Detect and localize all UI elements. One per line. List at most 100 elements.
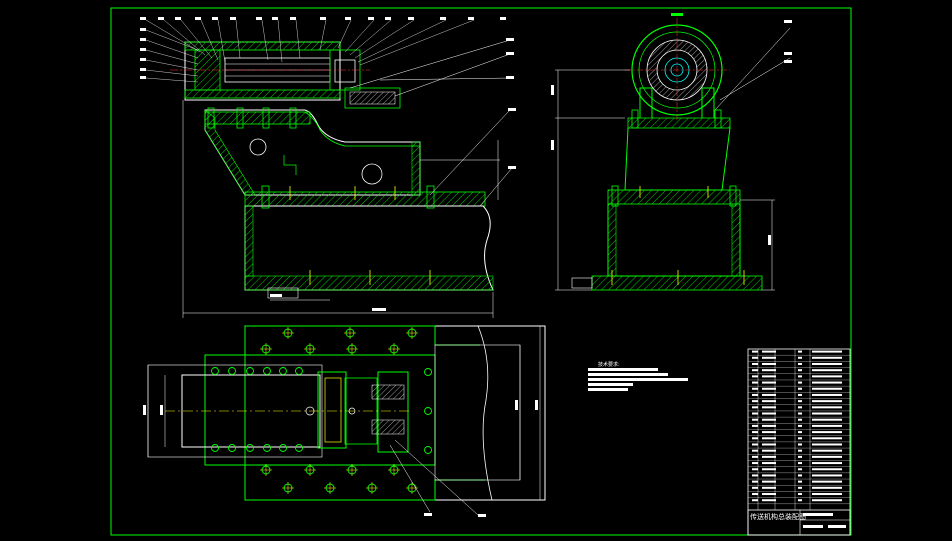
parts-list-cell-text	[812, 356, 842, 359]
parts-list-cell-text	[752, 493, 758, 496]
parts-list-cell-text	[762, 493, 776, 496]
tech-note-line-3	[588, 378, 688, 381]
parts-list-cell-text	[798, 418, 802, 421]
title-block: 传送机构总装配图	[747, 348, 851, 536]
base-tick-marks	[289, 186, 431, 285]
base-plate	[244, 191, 486, 207]
lightening-hole-2	[361, 163, 383, 185]
parts-list-cell-text	[812, 486, 842, 489]
top-view-flange	[317, 371, 347, 449]
parts-list-cell-text	[812, 480, 842, 483]
top-view-break-line	[477, 325, 493, 501]
parts-list-cell-text	[752, 431, 758, 434]
dim-text-top-c	[515, 400, 518, 410]
parts-list-cell-text	[762, 350, 776, 353]
parts-list-cell-text	[812, 443, 842, 446]
parts-list-cell-text	[752, 480, 758, 483]
parts-list-cell-text	[762, 431, 776, 434]
parts-list-cell-text	[762, 480, 776, 483]
side-base-plate	[607, 189, 741, 205]
side-section-mark	[671, 13, 683, 16]
tech-note-line-5	[588, 388, 628, 391]
gearbox-hatch	[349, 91, 396, 105]
parts-list-cell-text	[798, 437, 802, 440]
callout-side-1	[784, 20, 792, 23]
parts-list-cell-text	[812, 406, 842, 409]
parts-list-cell-text	[812, 400, 842, 403]
parts-list-rows	[748, 349, 850, 510]
parts-list-cell-text	[812, 493, 842, 496]
top-view-pin	[348, 407, 356, 415]
side-pedestal	[624, 127, 731, 191]
parts-list-cell-text	[762, 375, 776, 378]
parts-list-cell-text	[812, 462, 842, 465]
parts-list-cell-text	[762, 437, 776, 440]
parts-list-cell-text	[812, 437, 842, 440]
parts-list-cell-text	[798, 486, 802, 489]
parts-list-cell-text	[812, 381, 842, 384]
top-view-gear-housing	[377, 371, 409, 453]
parts-list-cell-text	[798, 356, 802, 359]
parts-list-cell-text	[752, 468, 758, 471]
parts-list-cell-text	[798, 462, 802, 465]
parts-list-cell-text	[752, 350, 758, 353]
parts-list-cell-text	[798, 362, 802, 365]
parts-list-cell-text	[798, 455, 802, 458]
parts-list-cell-text	[798, 474, 802, 477]
parts-list-cell-text	[752, 412, 758, 415]
parts-list-cell-text	[812, 387, 842, 390]
top-view-dimensions	[147, 326, 541, 516]
top-view-bolts-right	[424, 368, 432, 454]
top-view-flange-inner	[324, 377, 342, 443]
part-number-callouts-top	[140, 17, 516, 169]
parts-list-cell-text	[752, 462, 758, 465]
dim-text-side-a	[551, 85, 554, 95]
parts-list-cell-text	[752, 369, 758, 372]
parts-list-cell-text	[812, 362, 842, 365]
side-base-hatch-left	[607, 203, 617, 277]
parts-list-cell-text	[798, 468, 802, 471]
gearbox-right	[344, 87, 401, 109]
parts-list-cell-text	[762, 468, 776, 471]
parts-list-cell-text	[798, 443, 802, 446]
dim-text-side-c	[768, 235, 771, 245]
drawing-title: 传送机构总装配图	[750, 512, 806, 521]
parts-list-cell-text	[752, 381, 758, 384]
inner-contour	[283, 155, 297, 175]
outer-frame	[110, 7, 852, 536]
parts-list-cell-text	[762, 387, 776, 390]
parts-list-cell-text	[752, 474, 758, 477]
parts-list-cell-text	[762, 362, 776, 365]
side-foot	[591, 275, 763, 291]
parts-list-cell-text	[762, 412, 776, 415]
parts-list-cell-text	[762, 443, 776, 446]
parts-list-cell-text	[812, 412, 842, 415]
front-dimensions	[182, 100, 500, 318]
parts-list-cell-text	[798, 499, 802, 502]
drum-support-brackets	[639, 87, 715, 118]
bolts-base-plate	[261, 185, 435, 209]
parts-list-cell-text	[812, 350, 842, 353]
parts-list-cell-text	[752, 356, 758, 359]
parts-list-cell-text	[762, 499, 776, 502]
coupling-block	[334, 59, 356, 83]
parts-list-cell-text	[752, 362, 758, 365]
top-view	[143, 325, 546, 517]
dim-text-front-note	[270, 294, 282, 297]
parts-list-cell-text	[762, 393, 776, 396]
dim-text-front-width	[372, 308, 386, 311]
parts-list-cell-text	[752, 455, 758, 458]
parts-list-cell-text	[812, 424, 842, 427]
base-box-hatch-bottom	[244, 275, 494, 291]
title-block-frame	[747, 509, 851, 536]
front-view	[170, 39, 513, 318]
parts-list-cell-text	[752, 406, 758, 409]
top-view-gear-lower	[371, 419, 405, 435]
parts-list-cell-text	[812, 418, 842, 421]
parts-list-cell-text	[798, 406, 802, 409]
parts-list-cell-text	[762, 462, 776, 465]
technical-notes: 技术要求:	[588, 361, 688, 391]
parts-list-cell-text	[762, 356, 776, 359]
parts-list-cell-text	[762, 455, 776, 458]
